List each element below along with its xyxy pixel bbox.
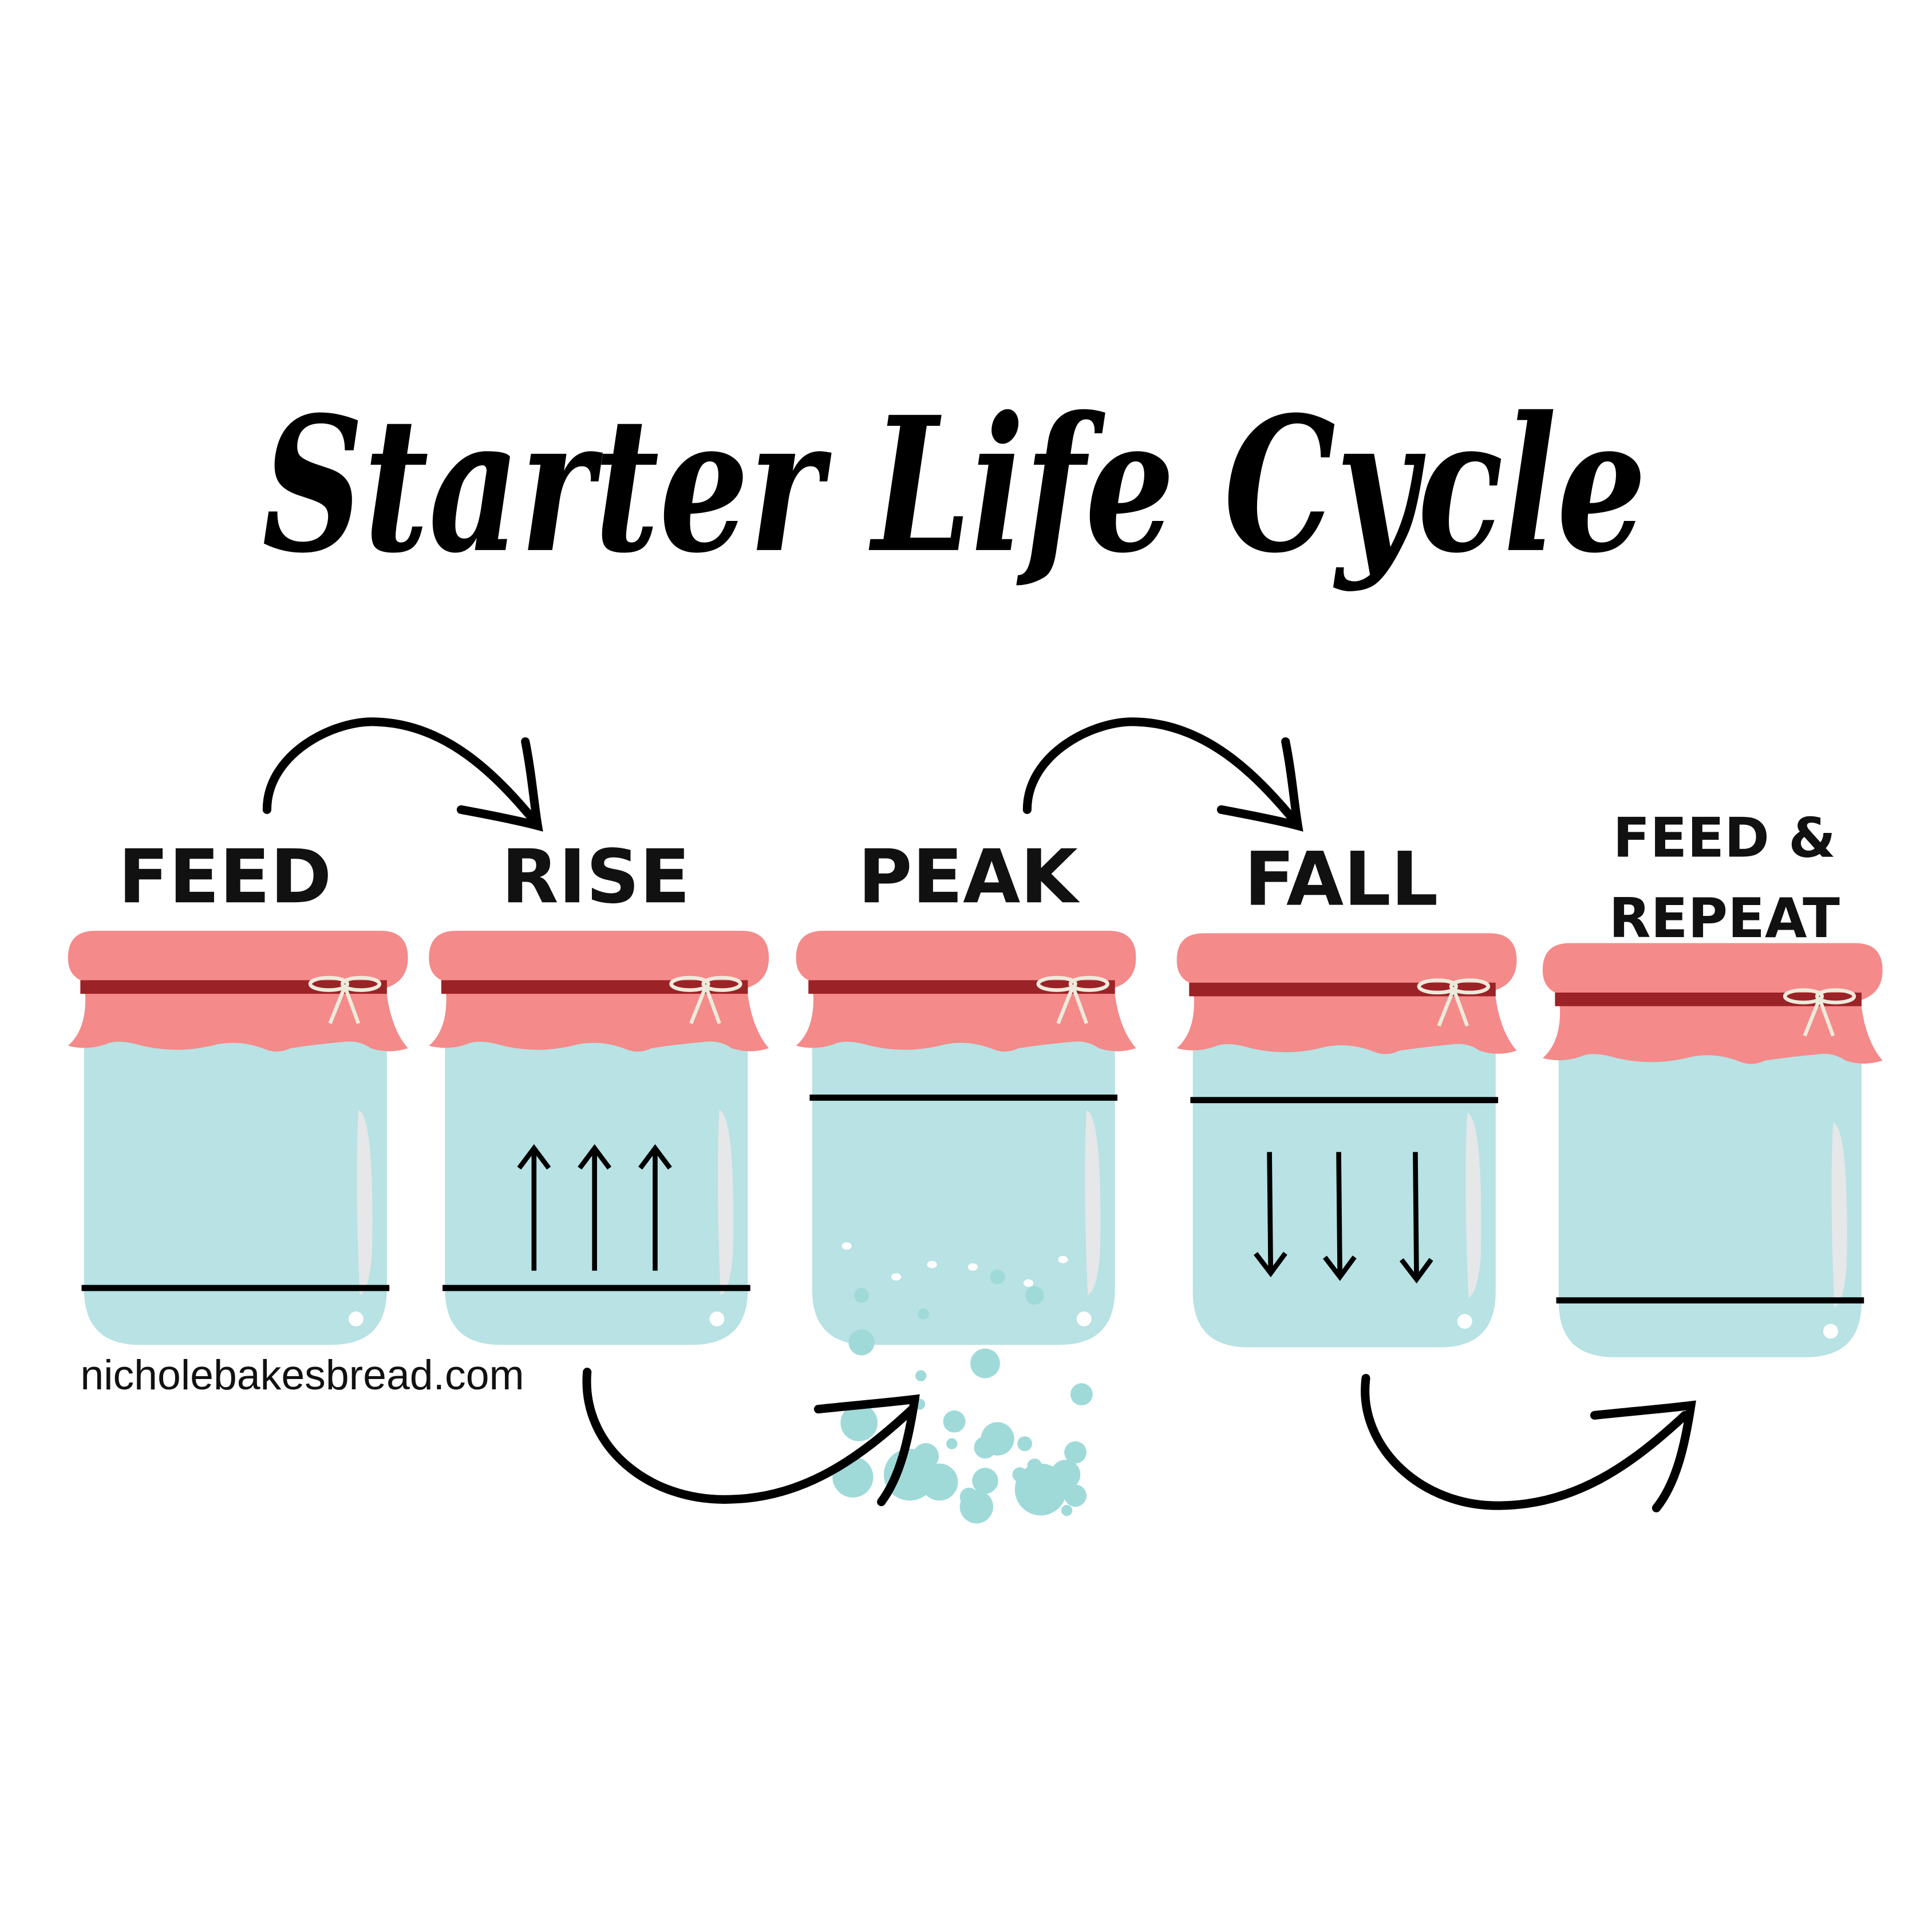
bubble [1061,1504,1073,1516]
bow-tails [689,985,721,1025]
bow-tails [1056,985,1089,1025]
bow-icon [669,975,742,1025]
bubble [972,1468,998,1494]
arrow-peak-to-fall-icon [1022,717,1300,827]
jar-glare [1831,1122,1847,1308]
stage-label-rise: RISE [501,833,690,920]
jar-body [812,1029,1115,1345]
bow-loop-right [701,975,742,992]
arrow-feed-to-rise-head [456,737,543,832]
bubble [1017,1436,1033,1452]
jar-shine [1076,1311,1092,1326]
bow-loop-left [669,975,710,992]
bow-icon [1783,988,1856,1037]
bubble-shine [1023,1279,1034,1287]
bubble [840,1404,878,1441]
bow-loop-left [1036,975,1077,992]
bubble [981,1422,1014,1456]
bow-icon [1036,975,1109,1025]
bubble [1064,1441,1087,1464]
bubble [959,1487,979,1507]
bow-icon [308,975,382,1025]
jar-glare [717,1110,734,1295]
bubble-shine [841,1242,852,1250]
bubble-shine [891,1273,902,1281]
jar-2 [429,930,769,1345]
bubble [932,1483,947,1499]
title: Starter Life Cycle [262,377,1646,594]
arrow-fall-to-repeat-icon [1361,1374,1689,1510]
bow-loop-left [1417,978,1458,995]
arrow-rise-to-peak-head [813,1394,920,1507]
stage-label-fall: FALL [1244,836,1438,923]
jars [68,930,1883,1524]
jar-glare [1085,1110,1101,1295]
jar-shine [709,1311,725,1326]
bow-loop-right [1815,988,1856,1005]
jar-body [1192,1032,1496,1348]
bow-icon [1417,978,1491,1027]
jar-1 [68,930,408,1345]
arrow-fall-to-repeat-head [1590,1400,1696,1512]
stage-label-feed: FEED [118,833,331,920]
bow-tails [328,985,361,1025]
bow-loop-left [308,975,350,992]
jar-shine [348,1311,364,1326]
bubble [943,1410,966,1433]
bow-loop-right [1449,978,1491,995]
arrow-peak-to-fall-head [1216,737,1303,832]
jar-3 [796,930,1136,1524]
jar-shine [1457,1314,1472,1329]
website-url: nicholebakesbread.com [80,1352,524,1398]
bubble [915,1370,927,1382]
stage-label-peak: PEAK [858,833,1081,920]
bow-tails [1437,988,1469,1027]
bubble-shine [1058,1255,1068,1263]
bubble [854,1288,869,1303]
bow-loop-right [1068,975,1109,992]
fall-arrow-icon [1399,1152,1433,1284]
bubble [920,1463,958,1501]
stage-label-feed-repeat-line1: FEED & [1613,807,1836,870]
jar-glare [1465,1112,1481,1298]
fall-arrow-icon [1254,1152,1287,1278]
fall-arrow-icon [1323,1152,1357,1281]
jar-glare [357,1110,373,1295]
bubble [1070,1383,1093,1406]
bubble [946,1438,958,1449]
bubble [1064,1484,1087,1507]
arrow-feed-to-rise-icon [262,717,540,827]
bubble-shine [967,1263,978,1271]
jar-body [84,1029,387,1345]
bow-loop-left [1783,988,1824,1005]
bubble [970,1348,1000,1378]
bow-tails [1803,998,1835,1037]
bubble [848,1329,875,1356]
jar-shine [1823,1323,1838,1339]
jar-5 [1542,943,1883,1357]
bow-loop-right [340,975,382,992]
bubble [990,1269,1005,1285]
bubble-shine [927,1261,937,1269]
flow-arrows [262,717,1696,1512]
jar-4 [1176,933,1517,1348]
bubble [1014,1463,1067,1516]
bubble [918,1308,929,1320]
bubble [1025,1286,1044,1305]
jar-body [1558,1042,1862,1357]
arrow-rise-to-peak-icon [582,1368,917,1504]
stage-label-feed-repeat-line2: REPEAT [1609,887,1840,950]
